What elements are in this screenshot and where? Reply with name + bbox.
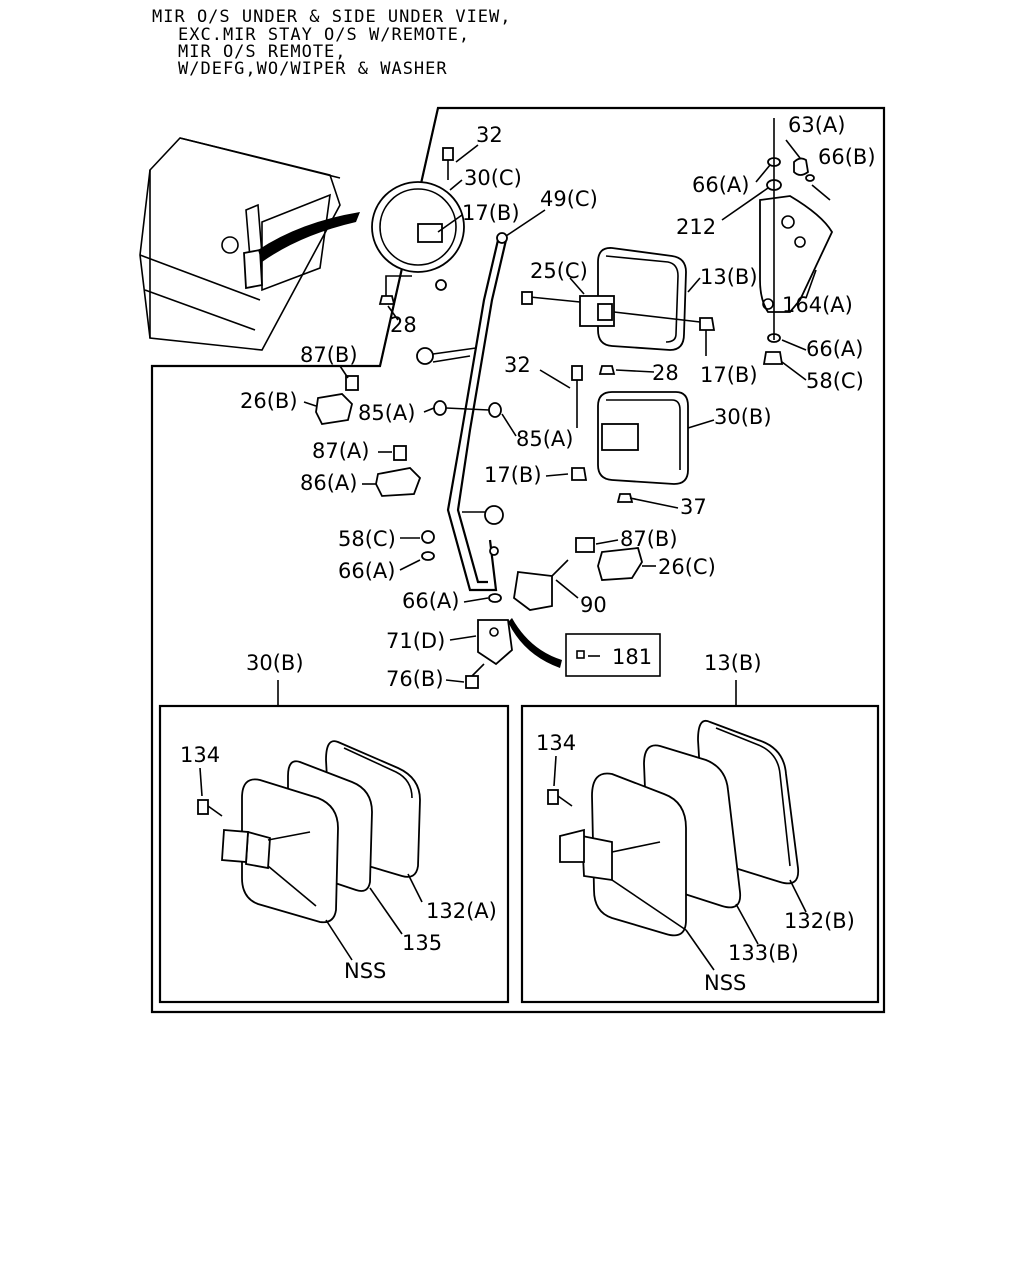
label-17b-mid: 17(B)	[700, 363, 758, 387]
header-line-1: MIR O/S UNDER & SIDE UNDER VIEW,	[152, 7, 512, 27]
label-26b: 26(B)	[240, 389, 298, 413]
label-66a-right: 66(A)	[806, 337, 863, 361]
leader-lines	[277, 139, 817, 706]
bracket-164a	[759, 118, 834, 365]
label-30b-box: 30(B)	[246, 651, 304, 675]
label-13b-main: 13(B)	[700, 265, 758, 289]
label-32-top: 32	[476, 123, 503, 147]
label-37: 37	[680, 495, 707, 519]
label-30b-main: 30(B)	[714, 405, 772, 429]
label-49c: 49(C)	[540, 187, 598, 211]
header-line-2: EXC.MIR STAY O/S W/REMOTE,	[178, 25, 470, 45]
lower-brackets	[465, 537, 661, 689]
label-135: 135	[402, 931, 442, 955]
label-nss-right: NSS	[704, 971, 746, 995]
label-63a: 63(A)	[788, 113, 845, 137]
header-text: MIR O/S UNDER & SIDE UNDER VIEW, EXC.MIR…	[152, 7, 512, 79]
label-132b: 132(B)	[784, 909, 855, 933]
label-25c: 25(C)	[530, 259, 588, 283]
detail-right-mirror	[547, 719, 807, 971]
label-58c-left: 58(C)	[338, 527, 396, 551]
label-66a-left: 66(A)	[338, 559, 395, 583]
cover-parts-left	[315, 375, 502, 561]
label-58c-right: 58(C)	[806, 369, 864, 393]
truck-cab-illustration	[139, 137, 360, 351]
label-86a: 86(A)	[300, 471, 357, 495]
square-mirror-lower	[571, 365, 689, 503]
label-134-right: 134	[536, 731, 576, 755]
label-28-top: 28	[390, 313, 417, 337]
label-134-left: 134	[180, 743, 220, 767]
label-17b-top: 17(B)	[462, 201, 520, 225]
label-32-mid: 32	[504, 353, 531, 377]
pointer-arrow-2	[508, 618, 562, 668]
header-line-3: MIR O/S REMOTE,	[178, 42, 347, 62]
box-181	[565, 633, 661, 677]
label-17b-low: 17(B)	[484, 463, 542, 487]
detail-box-left	[158, 704, 510, 1004]
label-87b-low: 87(B)	[620, 527, 678, 551]
label-13b-box: 13(B)	[704, 651, 762, 675]
detail-labels: 134 132(A) 135 NSS 134 132(B) 133(B) NSS	[180, 731, 855, 995]
round-mirror	[371, 147, 465, 305]
header-line-4: W/DEFG,WO/WIPER & WASHER	[178, 59, 448, 79]
label-85a-right: 85(A)	[516, 427, 573, 451]
pointer-arrow	[258, 212, 360, 262]
mirror-stay-bar	[416, 232, 508, 592]
label-nss-left: NSS	[344, 959, 386, 983]
label-85a-left: 85(A)	[358, 401, 415, 425]
label-76b: 76(B)	[386, 667, 444, 691]
callout-labels: 32 30(C) 17(B) 49(C) 28 63(A) 66(B) 66(A…	[240, 113, 876, 691]
label-26c: 26(C)	[658, 555, 716, 579]
label-87a: 87(A)	[312, 439, 369, 463]
label-164a: 164(A)	[782, 293, 853, 317]
square-mirror-upper	[521, 247, 716, 375]
label-66a-low: 66(A)	[402, 589, 459, 613]
label-212: 212	[676, 215, 716, 239]
label-30c: 30(C)	[464, 166, 522, 190]
label-133b: 133(B)	[728, 941, 799, 965]
label-87b-top: 87(B)	[300, 343, 358, 367]
label-90: 90	[580, 593, 607, 617]
detail-left-mirror	[197, 740, 423, 961]
label-181: 181	[612, 645, 652, 669]
label-66a-top: 66(A)	[692, 173, 749, 197]
label-66b: 66(B)	[818, 145, 876, 169]
label-28-mid: 28	[652, 361, 679, 385]
label-132a: 132(A)	[426, 899, 497, 923]
label-71d: 71(D)	[386, 629, 445, 653]
detail-box-right	[520, 704, 880, 1004]
